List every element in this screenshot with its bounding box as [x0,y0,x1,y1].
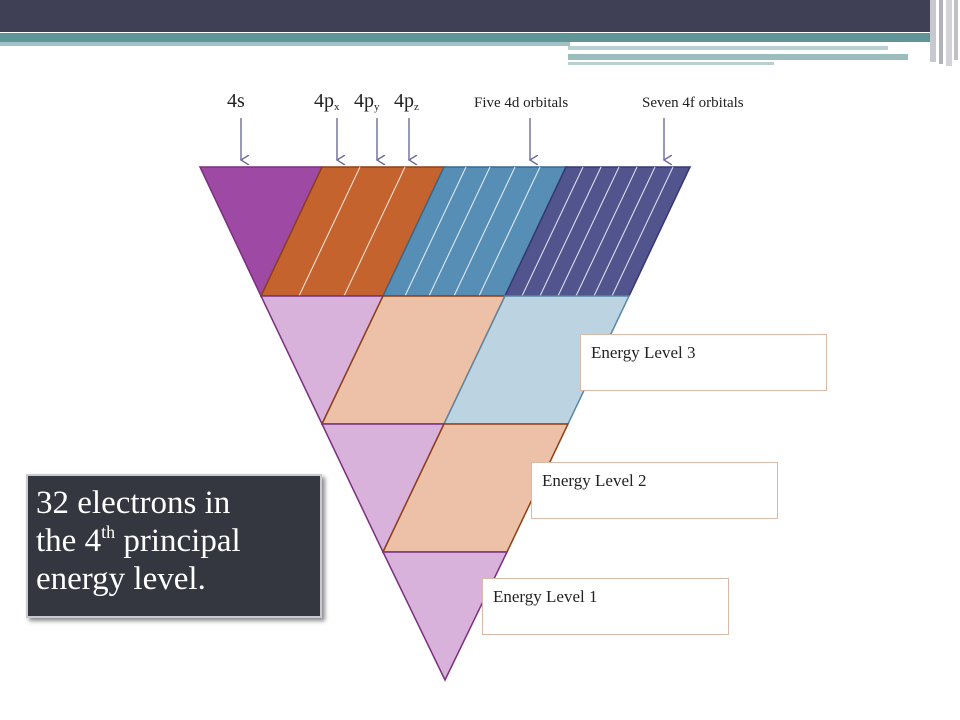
caption-line-2: the 4th principal [36,522,312,560]
energy-level-2-box: Energy Level 2 [531,462,778,519]
label-4pz-sub: z [414,101,419,113]
header-dark-band [0,0,930,32]
label-4d-orbitals: Five 4d orbitals [474,95,569,111]
caption-line-2-sup: th [101,522,116,542]
energy-level-1-box: Energy Level 1 [482,578,729,635]
level4-orbital-dividers [298,166,674,297]
caption-box: 32 electrons in the 4th principal energy… [26,474,322,618]
header-stripe-2 [568,54,908,60]
caption-line-2-pre: the 4 [36,523,102,559]
caption-line-2-post: principal [115,523,241,559]
header-vbar-2 [939,0,943,64]
label-4px: 4px [314,90,340,113]
header-teal-band [0,33,930,42]
label-4pz-base: 4p [394,90,414,112]
header-vbar-3 [946,0,952,66]
header-vbar-4 [954,0,958,60]
label-4py-sub: y [374,101,380,113]
label-4f-orbitals: Seven 4f orbitals [642,95,744,111]
header-light-band [0,42,570,46]
label-4s: 4s [227,90,245,112]
energy-level-3-box: Energy Level 3 [580,334,827,391]
header-bar [0,0,958,66]
caption-line-1: 32 electrons in [36,485,231,521]
label-4py: 4py [354,90,380,113]
label-4pz: 4pz [394,90,419,113]
caption-line-3: energy level. [36,561,206,597]
header-stripe-3 [568,62,774,65]
header-vbar-1 [930,0,936,62]
header-stripe-1 [568,46,888,50]
label-4py-base: 4p [354,90,374,112]
label-4px-sub: x [334,101,340,113]
label-4px-base: 4p [314,90,334,112]
level1-s-region [381,551,509,682]
